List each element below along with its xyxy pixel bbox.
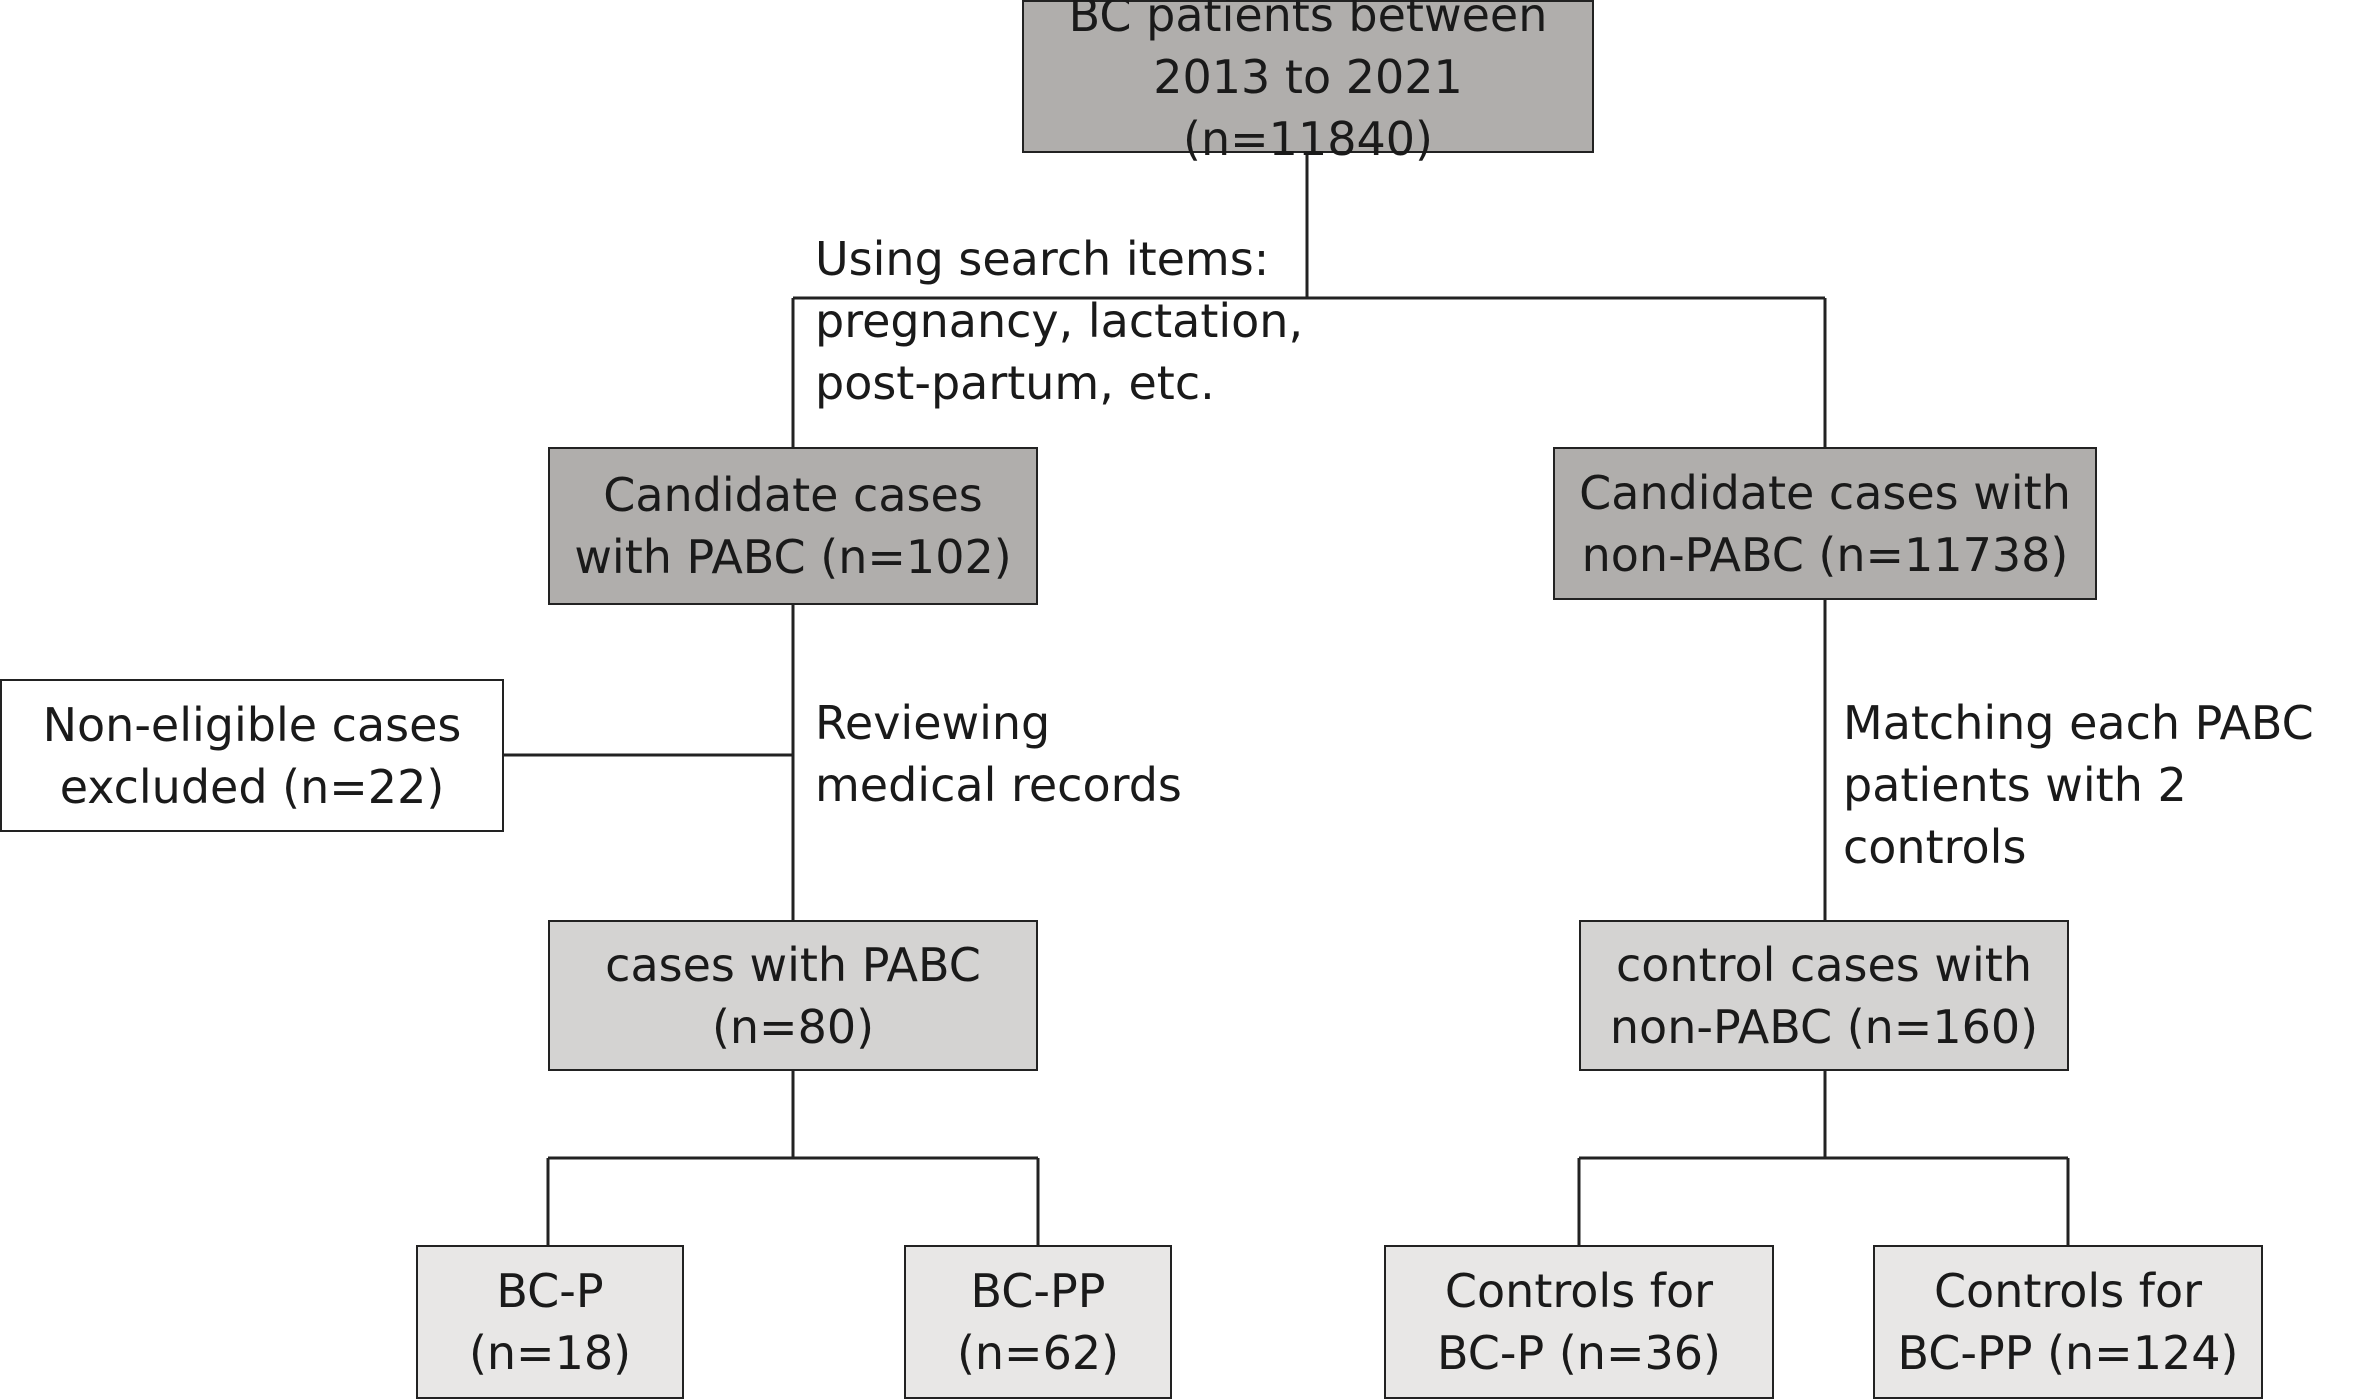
- node-non-pabc-candidates: Candidate cases with non-PABC (n=11738): [1553, 447, 2097, 600]
- node-non-pabc-candidates-label: Candidate cases with non-PABC (n=11738): [1579, 465, 2071, 582]
- node-bc-pp: BC-PP (n=62): [904, 1245, 1172, 1399]
- node-bc-pp-label: BC-PP (n=62): [956, 1264, 1120, 1380]
- node-pabc-cases-label: cases with PABC (n=80): [605, 937, 981, 1054]
- edge-label-search: Using search items: pregnancy, lactation…: [815, 232, 1304, 410]
- node-controls-bc-pp-label: Controls for BC-PP (n=124): [1897, 1264, 2239, 1380]
- node-pabc-candidates: Candidate cases with PABC (n=102): [548, 447, 1038, 605]
- node-controls: control cases with non-PABC (n=160): [1579, 920, 2069, 1071]
- node-bc-p-label: BC-P (n=18): [468, 1264, 632, 1380]
- node-pabc-candidates-label: Candidate cases with PABC (n=102): [574, 468, 1012, 584]
- node-excluded: Non-eligible cases excluded (n=22): [0, 679, 504, 832]
- node-root: BC patients between 2013 to 2021 (n=1184…: [1022, 0, 1594, 166]
- node-root-label: BC patients between 2013 to 2021 (n=1184…: [1068, 0, 1548, 166]
- node-bc-p: BC-P (n=18): [416, 1245, 684, 1399]
- node-controls-bc-p: Controls for BC-P (n=36): [1384, 1245, 1774, 1399]
- node-controls-label: control cases with non-PABC (n=160): [1609, 937, 2039, 1054]
- node-pabc-cases: cases with PABC (n=80): [548, 920, 1038, 1071]
- node-controls-bc-pp: Controls for BC-PP (n=124): [1873, 1245, 2263, 1399]
- edge-label-review: Reviewing medical records: [815, 696, 1182, 812]
- edge-label-matching: Matching each PABC patients with 2 contr…: [1843, 696, 2314, 874]
- node-excluded-label: Non-eligible cases excluded (n=22): [42, 697, 462, 814]
- node-controls-bc-p-label: Controls for BC-P (n=36): [1437, 1264, 1721, 1380]
